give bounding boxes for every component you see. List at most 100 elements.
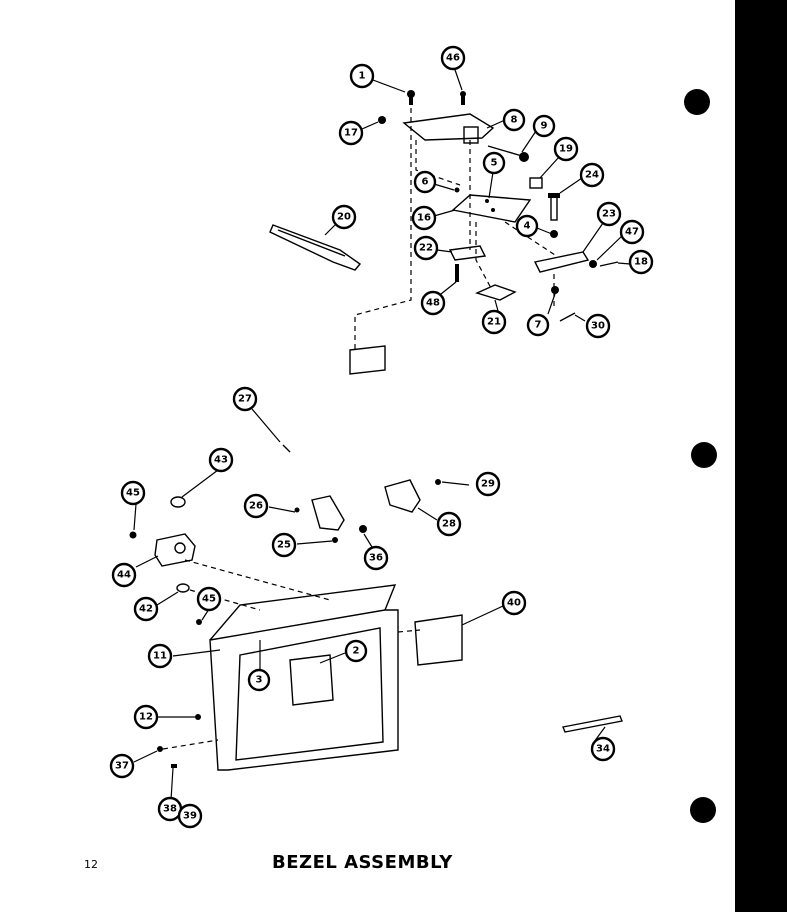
bolt-24	[550, 195, 558, 221]
callout-19: 19	[553, 136, 579, 162]
dot-6	[454, 187, 460, 193]
screw-45-lower	[196, 619, 202, 625]
callout-29: 29	[475, 471, 501, 497]
dash-line-j	[162, 739, 219, 750]
callout-9-label: 9	[541, 121, 548, 132]
bar-23	[533, 251, 590, 273]
callout-22: 22	[413, 235, 439, 261]
callout-9: 9	[532, 114, 556, 138]
callout-7-label: 7	[535, 320, 542, 331]
callout-27: 27	[232, 386, 258, 412]
callout-42-label: 42	[139, 604, 153, 615]
bracket-22	[448, 245, 487, 261]
callout-4: 4	[515, 214, 539, 238]
washer-42	[176, 583, 190, 593]
callout-26-label: 26	[249, 501, 263, 512]
bezel-frame-inner	[235, 627, 384, 761]
bracket-2	[289, 654, 334, 706]
screw-9-head	[519, 152, 529, 162]
screw-45-top	[129, 531, 137, 539]
screw-1	[407, 90, 415, 98]
callout-3-label: 3	[256, 675, 263, 686]
screw-46-shank	[461, 96, 465, 105]
callout-48: 48	[420, 290, 446, 316]
callout-47: 47	[619, 219, 645, 245]
callout-5-label: 5	[491, 158, 498, 169]
binding-strip	[735, 0, 787, 912]
dot-5a	[485, 199, 489, 203]
callout-29-label: 29	[481, 479, 495, 490]
latch-parts	[311, 495, 345, 531]
callout-24: 24	[579, 162, 605, 188]
callout-12-label: 12	[139, 712, 153, 723]
callout-6-label: 6	[422, 177, 429, 188]
callout-23: 23	[596, 201, 622, 227]
callout-1-label: 1	[359, 71, 366, 82]
hinge-block-44-hole	[174, 542, 186, 554]
callout-43: 43	[208, 447, 234, 473]
callout-37-label: 37	[115, 761, 129, 772]
switch-plate	[451, 194, 532, 223]
callout-19-label: 19	[559, 144, 573, 155]
callout-16-label: 16	[417, 213, 431, 224]
rail-20	[269, 224, 362, 271]
clip-19	[529, 177, 543, 189]
callout-17-label: 17	[344, 128, 358, 139]
callout-16: 16	[411, 205, 437, 231]
screw-37	[157, 746, 163, 752]
callout-45-lower-label: 45	[202, 594, 216, 605]
dash-line-e	[504, 221, 556, 256]
callout-5: 5	[482, 151, 506, 175]
bolt-24-head	[548, 193, 560, 198]
callout-44: 44	[111, 562, 137, 588]
callout-6: 6	[413, 170, 437, 194]
dot-5b	[491, 208, 495, 212]
screw-46-top	[460, 91, 466, 97]
dash-line-i	[397, 629, 421, 633]
rail-20-inner	[277, 229, 346, 257]
callout-4-label: 4	[524, 221, 531, 232]
callout-3: 3	[247, 668, 271, 692]
callout-24-label: 24	[585, 170, 599, 181]
callout-2: 2	[344, 639, 368, 663]
page-number: 12	[84, 858, 98, 871]
callout-34: 34	[590, 736, 616, 762]
screw-29	[435, 479, 441, 485]
callout-8-label: 8	[511, 115, 518, 126]
dash-line-a	[354, 108, 412, 350]
callout-1: 1	[349, 63, 375, 89]
callout-25: 25	[271, 532, 297, 558]
upper-control-assembly	[269, 90, 619, 375]
callout-48-label: 48	[426, 298, 440, 309]
dash-line-g	[184, 559, 331, 601]
callout-46-top: 46	[440, 45, 466, 71]
punch-hole-top	[684, 89, 710, 115]
punch-hole-middle	[691, 442, 717, 468]
pin-30	[559, 312, 576, 322]
hinge-block-44	[154, 533, 196, 567]
nut-17	[378, 116, 386, 124]
lower-bezel-assembly	[129, 444, 623, 771]
callout-20: 20	[331, 204, 357, 230]
callout-23-label: 23	[602, 209, 616, 220]
callout-30: 30	[585, 313, 611, 339]
bezel-top-panel	[209, 584, 397, 641]
callout-38: 38	[157, 796, 183, 822]
switch-21	[474, 284, 517, 301]
dash-line-b	[415, 140, 461, 186]
leader-lines	[133, 66, 631, 801]
top-plate	[402, 113, 495, 141]
callout-45-lower: 45	[196, 586, 222, 612]
callout-2-label: 2	[353, 646, 360, 657]
pin-38	[171, 764, 177, 768]
callout-45-top: 45	[120, 480, 146, 506]
punch-hole-bottom	[690, 797, 716, 823]
callout-8: 8	[502, 108, 526, 132]
top-plate-bracket	[463, 126, 479, 144]
callout-36-label: 36	[369, 553, 383, 564]
spring-48	[455, 264, 459, 282]
callout-43-label: 43	[214, 455, 228, 466]
callout-47-label: 47	[625, 227, 639, 238]
callout-18: 18	[628, 249, 654, 275]
callout-45-top-label: 45	[126, 488, 140, 499]
